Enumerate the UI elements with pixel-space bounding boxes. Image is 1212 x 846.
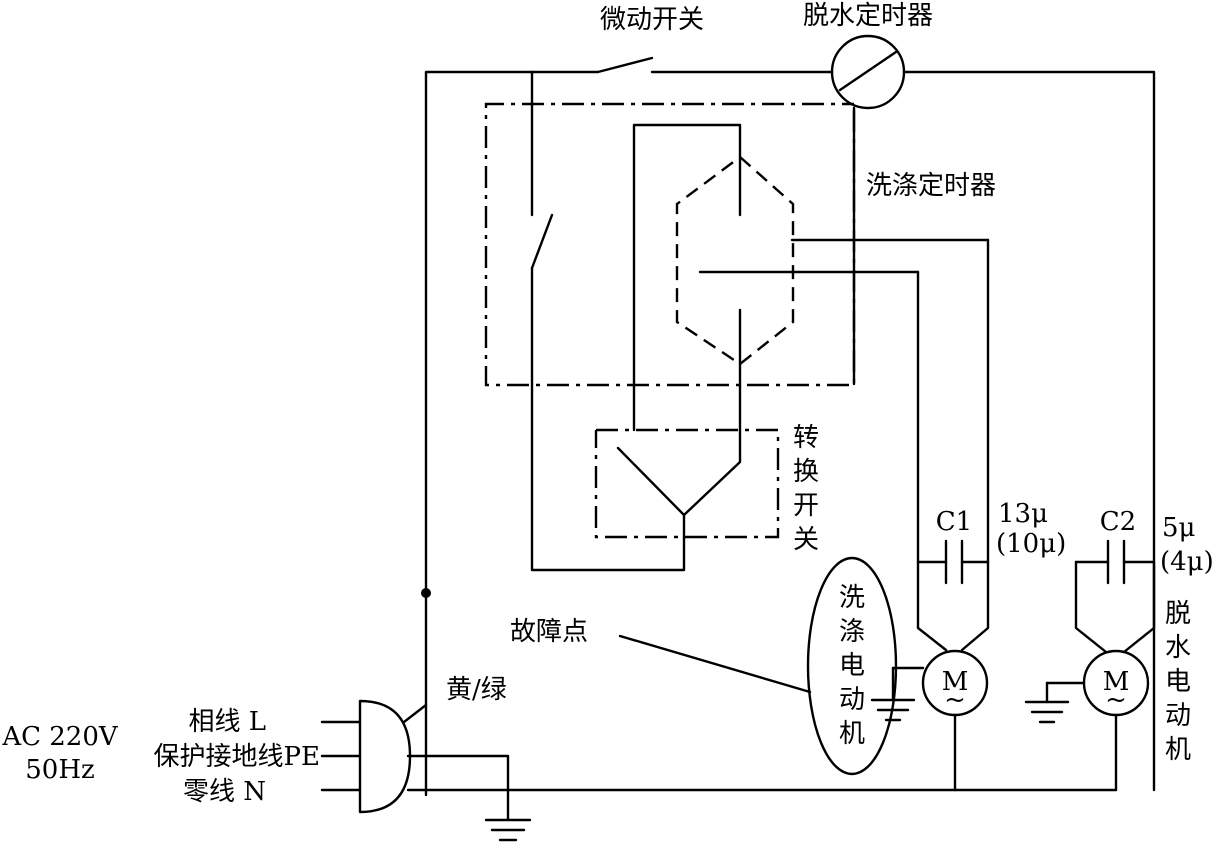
micro-switch-contact [530,213,554,270]
spin-motor-label: 脱 水 电 动 机 [1165,599,1191,765]
neutral-line-label: 零线 N [183,777,266,807]
svg-text:洗: 洗 [839,583,865,613]
svg-text:机: 机 [1165,735,1191,765]
svg-text:换: 换 [793,457,819,487]
c2-label: C2 [1100,507,1136,537]
c1-alt-value-label: (10μ) [996,529,1066,559]
svg-text:动: 动 [1165,701,1191,731]
spin-motor-symbol [1045,649,1150,792]
fault-leader-line [618,634,812,694]
pe-earth-wire [406,754,510,822]
phase-line-label: 相线 L [188,707,266,737]
supply-frequency-label: 50Hz [25,755,94,785]
svg-text:动: 动 [839,685,865,715]
svg-text:电: 电 [1165,667,1191,697]
selector-switch-enclosure [594,428,780,539]
fault-highlight-ellipse [806,556,898,776]
spin-motor-ground-symbol [1024,700,1070,724]
svg-text:开: 开 [793,491,819,521]
spin-timer-label: 脱水定时器 [803,1,933,31]
ground-wire-color-label: 黄/绿 [446,675,507,705]
plug-ground-symbol [484,818,532,842]
c1-value-label: 13μ [998,499,1048,529]
supply-voltage-label: AC 220V [1,722,119,752]
ground-junction-dot [421,588,431,598]
c2-capacitor-circuit [1074,539,1156,654]
selector-switch-label: 转 换 开 关 [793,423,819,555]
wash-motor-label: 洗 涤 电 动 机 [839,583,865,749]
wash-motor-tilde-label: ~ [944,685,966,715]
wash-motor-m-label: M [942,667,969,697]
c2-alt-value-label: (4μ) [1160,547,1212,577]
wash-timer-inner-wiring [632,123,990,432]
svg-text:脱: 脱 [1165,599,1191,629]
c1-label: C1 [936,507,972,537]
phase-bus-wires [424,56,1156,797]
earth-line-label: 保护接地线PE [154,742,320,772]
svg-text:机: 机 [839,719,865,749]
svg-text:涤: 涤 [839,617,865,647]
micro-switch-label: 微动开关 [600,5,704,35]
svg-text:电: 电 [839,651,865,681]
c1-capacitor-circuit [916,238,990,652]
svg-text:关: 关 [793,525,819,555]
svg-text:转: 转 [793,423,819,453]
spin-motor-m-label: M [1103,667,1130,697]
spin-motor-tilde-label: ~ [1105,685,1127,715]
c2-value-label: 5μ [1162,513,1195,543]
svg-text:水: 水 [1165,633,1191,663]
wash-timer-enclosure [484,102,856,387]
wash-motor-symbol [891,649,989,792]
spin-timer-symbol [830,34,906,110]
wash-timer-label: 洗涤定时器 [866,171,996,201]
micro-switch-lower-wire [530,266,686,572]
selector-switch-contacts [616,428,742,517]
fault-point-label: 故障点 [510,617,588,647]
